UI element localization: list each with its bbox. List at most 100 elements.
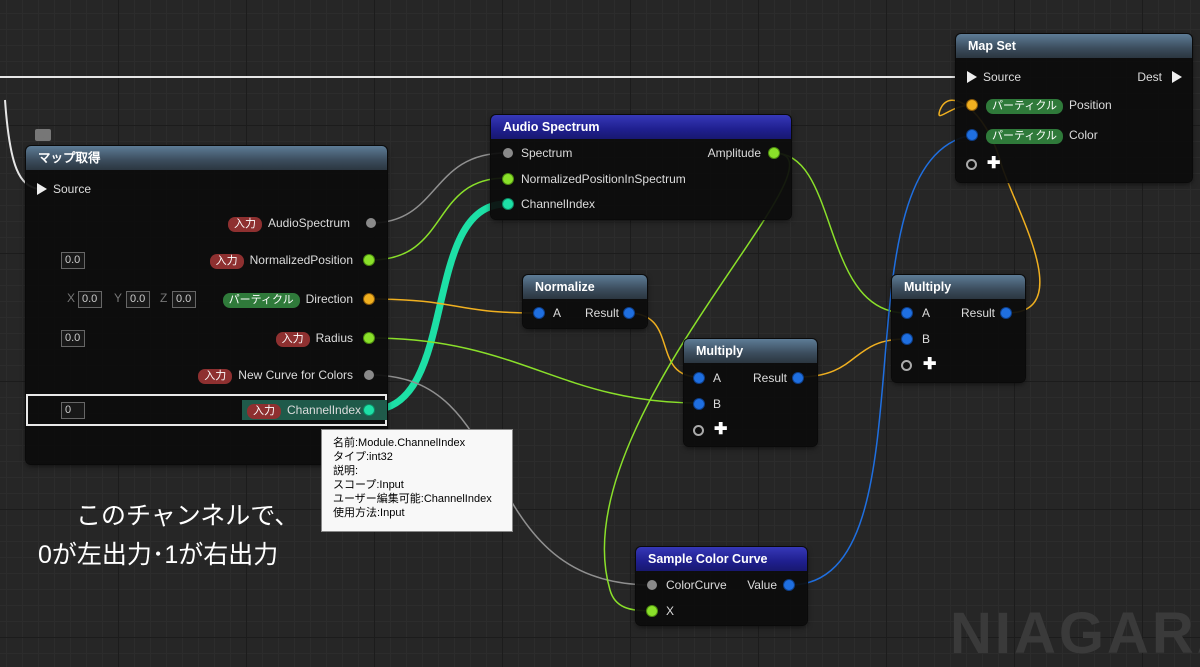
tooltip-line: 使用方法:Input bbox=[333, 507, 405, 519]
multiply-2-b-pin[interactable] bbox=[902, 334, 912, 344]
tooltip-line: タイプ:int32 bbox=[333, 451, 393, 463]
pin-label: Direction bbox=[305, 292, 353, 306]
amplitude-pin[interactable] bbox=[769, 148, 779, 158]
normalize-title: Normalize bbox=[523, 275, 647, 299]
sample-color-curve-node[interactable]: Sample Color Curve ColorCurve X Value bbox=[636, 547, 807, 625]
pin-label: NormalizedPosition bbox=[249, 253, 353, 267]
multiply-2-result-label: Result bbox=[960, 306, 995, 320]
particle-badge: パーティクル bbox=[986, 99, 1064, 114]
radius-value[interactable]: 0.0 bbox=[61, 330, 85, 347]
color-pin[interactable] bbox=[967, 130, 977, 140]
audio-spectrum-node[interactable]: Audio Spectrum Spectrum NormalizedPositi… bbox=[491, 115, 791, 219]
multiply-node-2[interactable]: Multiply A B ✚ Result bbox=[892, 275, 1025, 382]
direction-x-value[interactable]: 0.0 bbox=[78, 291, 102, 308]
value-label: Value bbox=[747, 578, 777, 592]
x-pin[interactable] bbox=[647, 606, 657, 616]
wire-normalizedposition bbox=[370, 177, 507, 261]
multiply-1-add-pin[interactable] bbox=[693, 425, 704, 436]
channelindex-value[interactable]: 0 bbox=[61, 402, 85, 419]
audiospectrum-pin[interactable] bbox=[366, 218, 376, 228]
map-set-add-pin[interactable] bbox=[966, 159, 977, 170]
normalize-a-pin[interactable] bbox=[534, 308, 544, 318]
source-label: Source bbox=[53, 182, 92, 196]
multiply-1-b-pin[interactable] bbox=[694, 399, 704, 409]
multiply-node-1[interactable]: Multiply A B ✚ Result bbox=[684, 339, 817, 446]
wire-amplitude-to-mult2 bbox=[773, 152, 907, 314]
add-pin-icon[interactable]: ✚ bbox=[714, 421, 728, 438]
particle-badge: パーティクル bbox=[222, 293, 300, 308]
multiply-1-a-pin[interactable] bbox=[694, 373, 704, 383]
input-badge: 入力 bbox=[275, 332, 310, 347]
particle-badge: パーティクル bbox=[986, 129, 1064, 144]
comment-icon[interactable] bbox=[35, 129, 51, 141]
multiply-2-a-label: A bbox=[922, 306, 931, 320]
value-pin[interactable] bbox=[784, 580, 794, 590]
pin-newcurve[interactable]: 入力 New Curve for Colors bbox=[198, 365, 353, 385]
tooltip-line: スコープ:Input bbox=[333, 479, 404, 491]
pin-position[interactable]: パーティクル Position bbox=[986, 95, 1112, 115]
pin-label: Position bbox=[1069, 98, 1112, 112]
x-label: X bbox=[666, 604, 675, 618]
exec-out-pin[interactable] bbox=[1172, 71, 1182, 83]
pin-radius[interactable]: 入力 Radius bbox=[275, 328, 353, 348]
multiply-2-title: Multiply bbox=[892, 275, 1025, 299]
map-get-title: マップ取得 bbox=[26, 146, 387, 170]
multiply-2-a-pin[interactable] bbox=[902, 308, 912, 318]
sample-color-curve-title: Sample Color Curve bbox=[636, 547, 807, 571]
add-pin-icon[interactable]: ✚ bbox=[923, 356, 937, 373]
pin-label: Color bbox=[1069, 128, 1098, 142]
normalize-node[interactable]: Normalize A Result bbox=[523, 275, 647, 328]
wire-direction bbox=[370, 298, 539, 314]
normalize-result-label: Result bbox=[584, 306, 619, 320]
pin-label: New Curve for Colors bbox=[238, 368, 353, 382]
tooltip-line: 説明: bbox=[333, 465, 359, 477]
multiply-1-a-label: A bbox=[713, 371, 722, 385]
spectrum-pin[interactable] bbox=[503, 148, 513, 158]
direction-y-value[interactable]: 0.0 bbox=[126, 291, 150, 308]
audio-spectrum-title: Audio Spectrum bbox=[491, 115, 791, 139]
normalizedposition-pin[interactable] bbox=[364, 255, 374, 265]
position-pin[interactable] bbox=[967, 100, 977, 110]
direction-pin[interactable] bbox=[364, 294, 374, 304]
normalizedposition-value[interactable]: 0.0 bbox=[61, 252, 85, 269]
wire-radius bbox=[370, 337, 700, 404]
direction-z-value[interactable]: 0.0 bbox=[172, 291, 196, 308]
x-axis-label: X bbox=[67, 291, 76, 305]
channelindex-in-label: ChannelIndex bbox=[521, 197, 596, 211]
map-set-title: Map Set bbox=[956, 34, 1192, 58]
spectrum-label: Spectrum bbox=[521, 146, 573, 160]
multiply-1-title: Multiply bbox=[684, 339, 817, 363]
multiply-2-add-pin[interactable] bbox=[901, 360, 912, 371]
pin-direction[interactable]: パーティクル Direction bbox=[222, 289, 353, 309]
niagara-watermark: NIAGARA bbox=[950, 601, 1200, 666]
tooltip-line: 名前:Module.ChannelIndex bbox=[333, 437, 466, 449]
tooltip-line: ユーザー編集可能:ChannelIndex bbox=[333, 493, 492, 505]
map-set-source-label: Source bbox=[983, 70, 1022, 84]
pin-label: Radius bbox=[315, 331, 353, 345]
input-badge: 入力 bbox=[198, 369, 233, 384]
channelindex-pin[interactable] bbox=[364, 405, 374, 415]
multiply-2-b-label: B bbox=[922, 332, 931, 346]
radius-pin[interactable] bbox=[364, 333, 374, 343]
multiply-1-result-pin[interactable] bbox=[793, 373, 803, 383]
add-pin-icon[interactable]: ✚ bbox=[987, 155, 1001, 172]
channelindex-in-pin[interactable] bbox=[503, 199, 513, 209]
normalizedpositioninspectrum-pin[interactable] bbox=[503, 174, 513, 184]
normalize-result-pin[interactable] bbox=[624, 308, 634, 318]
wire-audiospectrum bbox=[370, 152, 507, 224]
exec-in-pin[interactable] bbox=[967, 71, 977, 83]
multiply-2-result-pin[interactable] bbox=[1001, 308, 1011, 318]
y-axis-label: Y bbox=[114, 291, 123, 305]
input-badge: 入力 bbox=[247, 404, 281, 419]
colorcurve-pin[interactable] bbox=[647, 580, 657, 590]
exec-in-pin[interactable] bbox=[37, 183, 47, 195]
newcurve-pin[interactable] bbox=[364, 370, 374, 380]
colorcurve-label: ColorCurve bbox=[666, 578, 727, 592]
pin-color[interactable]: パーティクル Color bbox=[986, 125, 1098, 145]
pin-label: AudioSpectrum bbox=[267, 216, 350, 230]
